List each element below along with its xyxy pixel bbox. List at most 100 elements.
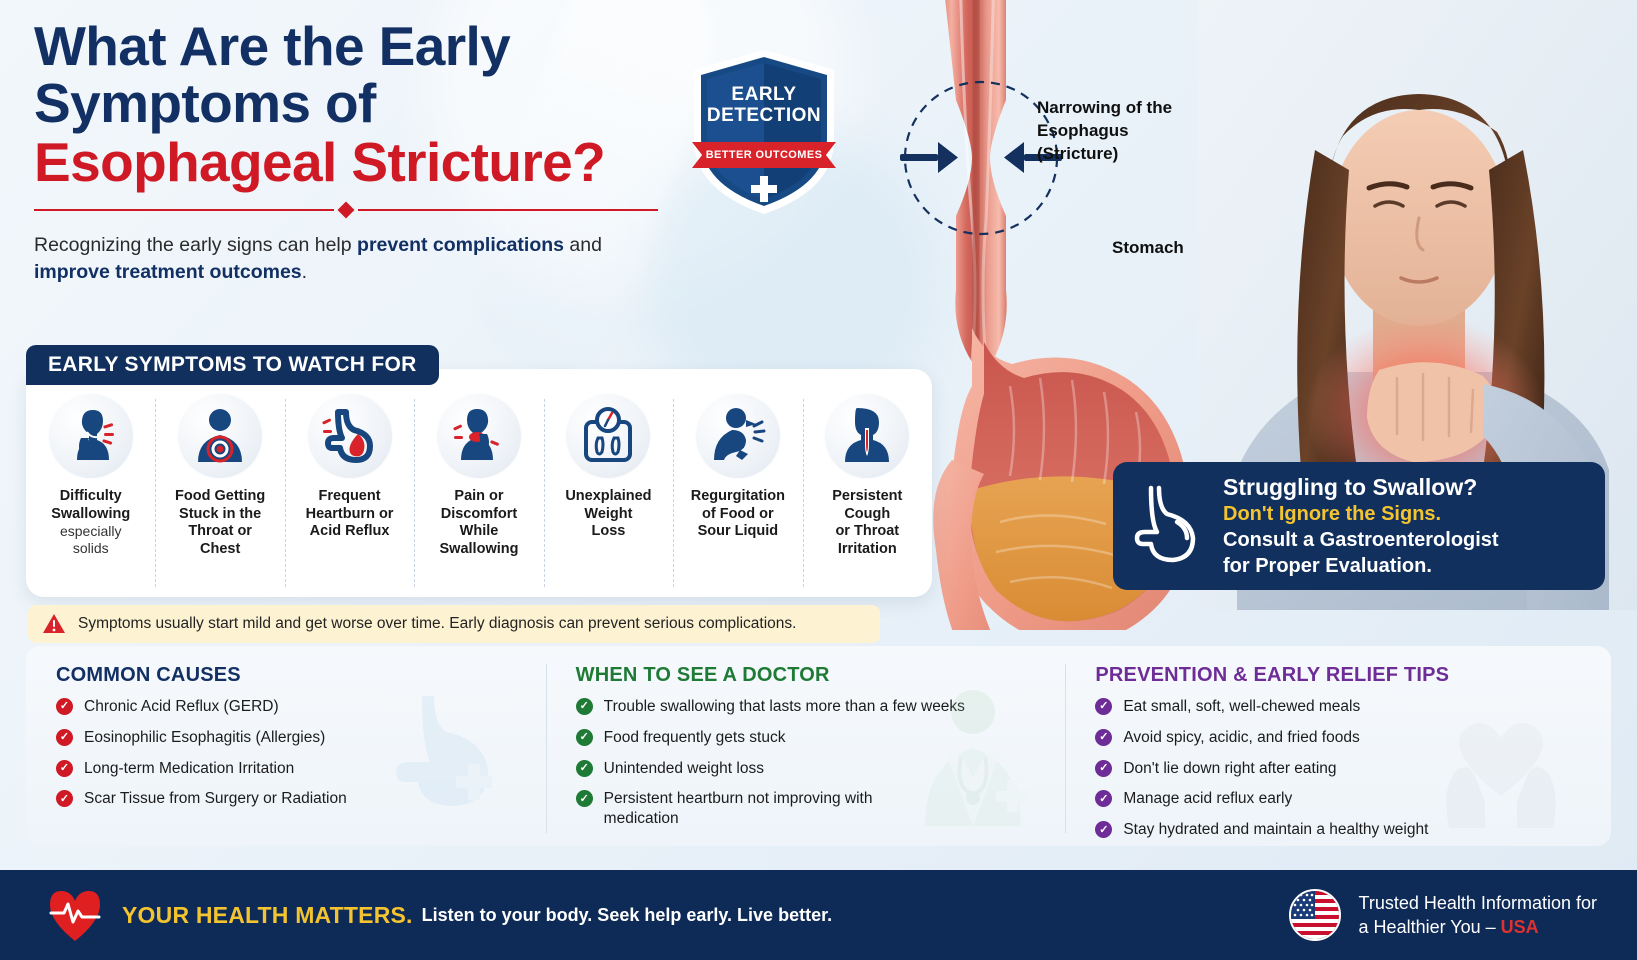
person-throat-pain-icon — [47, 393, 134, 479]
badge-line-1: EARLY — [731, 84, 797, 105]
symptom-label-line: Swallowing — [51, 505, 131, 522]
page-title-accent: Esophageal Stricture? — [34, 131, 606, 194]
symptom-label-line: Stuck in the — [179, 505, 262, 522]
person-coughing-icon — [694, 393, 781, 479]
list-item: ✓ Don't lie down right after eating — [1095, 759, 1585, 779]
symptom-label-line: Chest — [199, 541, 241, 558]
list-item-text: Stay hydrated and maintain a healthy wei… — [1123, 821, 1429, 839]
symptom-label-line: Frequent — [318, 488, 381, 504]
list-item: ✓Trouble swallowing that lasts more than… — [575, 697, 1040, 717]
check-icon: ✓ — [56, 698, 73, 715]
symptom-item[interactable]: Food Getting Stuck in the Throat or Ches… — [155, 385, 284, 597]
symptom-sublabel-line: solids — [72, 540, 109, 557]
info-columns: COMMON CAUSES ✓Chronic Acid Reflux (GERD… — [26, 646, 1611, 846]
person-neck-pain-icon — [435, 393, 522, 479]
symptom-label-line: Throat or — [188, 523, 252, 540]
symptom-label: Food Getting Stuck in the Throat or Ches… — [175, 488, 265, 559]
footer-right-line-2-prefix: a Healthier You – — [1358, 917, 1501, 937]
symptom-label-line: Acid Reflux — [309, 523, 390, 540]
symptom-sublabel-line: especially — [59, 523, 122, 540]
column-title: COMMON CAUSES — [56, 664, 241, 686]
list-item-text: Don't lie down right after eating — [1123, 759, 1337, 777]
footer-tagline: Listen to your body. Seek help early. Li… — [421, 904, 833, 925]
list-item: ✓Chronic Acid Reflux (GERD) — [56, 697, 520, 717]
cta-line-2: Don't Ignore the Signs. — [1223, 503, 1442, 526]
header: What Are the Early Symptoms of Esophagea… — [34, 18, 674, 287]
check-icon: ✓ — [1095, 698, 1113, 715]
symptom-item[interactable]: Regurgitation of Food or Sour Liquid — [673, 385, 802, 597]
symptom-label-line: of Food or — [702, 505, 774, 522]
list-item-text: Eat small, soft, well-chewed meals — [1123, 698, 1361, 715]
footer-right-line-2: a Healthier You – USA — [1359, 915, 1597, 939]
footer-right: Trusted Health Information for a Healthi… — [1288, 889, 1597, 941]
symptom-label: Unexplained Weight Loss — [565, 488, 651, 541]
list-item: ✓Food frequently gets stuck — [575, 728, 1040, 748]
symptom-item[interactable]: Unexplained Weight Loss — [543, 385, 673, 597]
symptom-label-line: Discomfort — [440, 505, 518, 522]
check-icon: ✓ — [575, 759, 593, 777]
label-narrowing-of-esophagus: Narrowing of the Esophagus (Stricture) — [1037, 97, 1172, 166]
symptom-item[interactable]: Frequent Heartburn or Acid Reflux — [284, 385, 414, 597]
cta-box[interactable]: Struggling to Swallow? Don't Ignore the … — [1113, 462, 1605, 590]
symptom-label: Frequent Heartburn or Acid Reflux — [306, 488, 394, 541]
footer-usa-label: USA — [1500, 917, 1539, 937]
list-item-text: Avoid spicy, acidic, and fried foods — [1123, 728, 1360, 746]
symptom-label: Persistent Cough or Throat Irritation — [809, 488, 926, 559]
list-item-text: Scar Tissue from Surgery or Radiation — [84, 790, 347, 808]
footer-left: YOUR HEALTH MATTERS. Listen to your body… — [46, 887, 832, 943]
symptom-label-line: While — [459, 523, 499, 540]
badge-ribbon: BETTER OUTCOMES — [692, 142, 836, 168]
list-item: ✓Long-term Medication Irritation — [56, 759, 520, 779]
check-icon: ✓ — [1095, 759, 1113, 777]
check-icon: ✓ — [1095, 728, 1113, 746]
list-item: ✓ Stay hydrated and maintain a healthy we… — [1095, 820, 1585, 840]
subtitle-text-2: and — [564, 233, 602, 256]
check-icon: ✓ — [575, 790, 593, 808]
symptoms-grid: Difficulty Swallowing especially solids — [26, 385, 932, 597]
footer: YOUR HEALTH MATTERS. Listen to your body… — [0, 870, 1637, 960]
list-item: ✓ Eosinophilic Esophagitis (Allergies) — [56, 728, 520, 748]
cta-line-1: Struggling to Swallow? — [1223, 473, 1478, 500]
divider-diamond-icon — [337, 201, 355, 219]
title-divider — [34, 201, 658, 219]
person-throat-irritation-icon — [824, 393, 911, 479]
symptom-item[interactable]: Persistent Cough or Throat Irritation — [802, 385, 932, 597]
heartbeat-icon — [49, 891, 101, 941]
warning-text: Symptoms usually start mild and get wors… — [78, 615, 797, 632]
list-item: ✓ Unintended weight loss — [575, 759, 1040, 779]
list-item: ✓Persistent heartburn not improving with… — [575, 789, 1040, 829]
list-item-text: Eosinophilic Esophagitis (Allergies) — [84, 728, 326, 746]
divider-line-right — [358, 208, 658, 211]
subtitle-text-1: Recognizing the early signs can help — [34, 233, 358, 256]
footer-headline: YOUR HEALTH MATTERS. — [122, 901, 413, 928]
cta-line-4: for Proper Evaluation. — [1223, 554, 1432, 577]
cta-text: Struggling to Swallow? Don't Ignore the … — [1223, 473, 1499, 579]
check-icon: ✓ — [1095, 790, 1113, 808]
check-icon: ✓ — [1095, 821, 1113, 839]
label-line: (Stricture) — [1037, 143, 1119, 163]
symptom-label: Pain or Discomfort While Swallowing — [440, 488, 519, 559]
symptom-sublabel: especially solids — [60, 523, 121, 557]
person-chest-target-icon — [177, 393, 264, 479]
list-item: ✓Scar Tissue from Surgery or Radiation — [56, 789, 520, 809]
symptom-item[interactable]: Pain or Discomfort While Swallowing — [414, 385, 543, 597]
check-icon: ✓ — [56, 728, 73, 746]
symptom-item[interactable]: Difficulty Swallowing especially solids — [26, 385, 155, 597]
subtitle-bold-1: prevent complications — [357, 233, 564, 256]
weight-scale-icon — [565, 393, 652, 479]
page-title-line-1: What Are the Early — [34, 15, 511, 77]
list-item: ✓Manage acid reflux early — [1095, 789, 1585, 809]
column-title: PREVENTION & EARLY RELIEF TIPS — [1095, 664, 1450, 686]
stomach-outline-icon — [1134, 485, 1196, 563]
warning-strip: Symptoms usually start mild and get wors… — [28, 605, 880, 643]
list-item-text: Food frequently gets stuck — [603, 728, 786, 746]
list-item-text: Unintended weight loss — [603, 759, 764, 777]
footer-right-line-1: Trusted Health Information for — [1358, 892, 1597, 913]
column-prevention-tips: PREVENTION & EARLY RELIEF TIPS ✓ Eat smal… — [1065, 646, 1611, 851]
symptom-label-line: Swallowing — [439, 541, 519, 558]
page-subtitle: Recognizing the early signs can help pre… — [34, 232, 644, 287]
symptom-label: Difficulty Swallowing — [51, 488, 130, 523]
page-title-line-2: Symptoms of — [34, 71, 376, 134]
warning-triangle-icon — [43, 614, 65, 633]
